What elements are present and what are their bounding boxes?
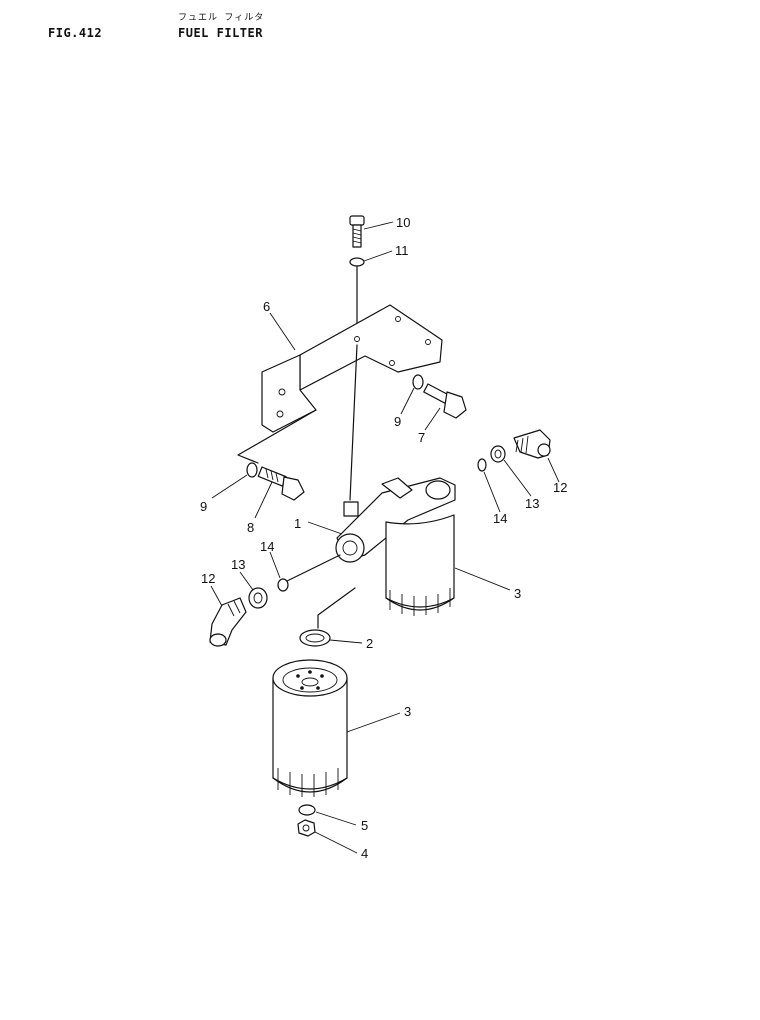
callout-14-right: 14: [493, 511, 507, 526]
adapter-13-right: [490, 445, 506, 463]
callout-1: 1: [294, 516, 301, 531]
leader-lines: [210, 221, 560, 854]
adapter-13-left: [248, 587, 268, 609]
callout-3-lower: 3: [404, 704, 411, 719]
callout-14-left: 14: [260, 539, 274, 554]
gasket-2: [299, 629, 331, 647]
callout-8: 8: [247, 520, 254, 535]
filter-3-mounted: [385, 514, 455, 616]
callout-12-right: 12: [553, 480, 567, 495]
callout-2: 2: [366, 636, 373, 651]
bolt-7: [423, 383, 467, 419]
filter-3-exploded: [272, 659, 348, 797]
title-japanese: フュエル フィルタ: [178, 13, 265, 23]
figure-number: FIG.412: [48, 26, 103, 40]
washer-9-right: [412, 374, 424, 390]
callout-11: 11: [395, 243, 409, 258]
o-ring-14-left: [277, 578, 289, 592]
callout-numbers: 10 11 6 9 7 12 13 14 9 8 1 14 13 12 3 2 …: [200, 215, 567, 861]
assembly-line: [349, 344, 358, 501]
callout-9-left: 9: [200, 499, 207, 514]
bolt-10: [349, 215, 365, 248]
washer-5: [298, 804, 316, 816]
o-ring-14-right: [477, 458, 487, 472]
elbow-12-right: [513, 429, 551, 459]
callout-13-left: 13: [231, 557, 245, 572]
callout-3-upper: 3: [514, 586, 521, 601]
washer-11: [349, 257, 365, 267]
title-english: FUEL FILTER: [178, 26, 263, 40]
callout-7: 7: [418, 430, 425, 445]
callout-10: 10: [396, 215, 410, 230]
filter-head-1: [335, 477, 456, 563]
washer-9-left: [246, 462, 258, 478]
assembly-line: [237, 409, 317, 464]
callout-13-right: 13: [525, 496, 539, 511]
callout-12-left: 12: [201, 571, 215, 586]
bolt-8: [257, 466, 305, 501]
bracket-6: [261, 304, 443, 433]
callout-9-right: 9: [394, 414, 401, 429]
callout-6: 6: [263, 299, 270, 314]
callout-5: 5: [361, 818, 368, 833]
elbow-12-left: [209, 597, 247, 647]
callout-4: 4: [361, 846, 368, 861]
assembly-line: [317, 587, 356, 629]
nut-4: [297, 819, 316, 837]
assembly-line: [284, 554, 341, 583]
